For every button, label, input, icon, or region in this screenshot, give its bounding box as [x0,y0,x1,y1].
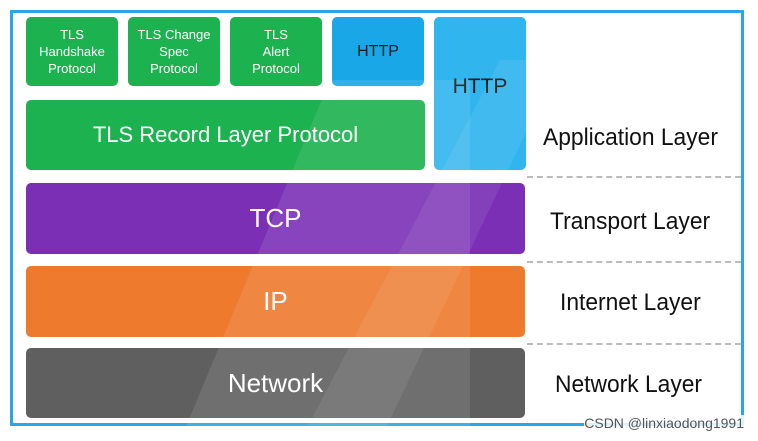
tls-handshake-line-3: Protocol [48,61,96,76]
tls-handshake-line-2: Handshake [39,44,105,59]
tls-handshake-protocol-box: TLS Handshake Protocol [26,17,118,86]
tcp-box: TCP [26,183,525,254]
network-label: Network [227,367,324,398]
separator-3 [527,343,741,345]
network-layer-label: Network Layer [555,371,702,398]
ip-box: IP [26,266,525,337]
tcp-label: TCP [249,203,302,233]
tls-alert-protocol-box: TLS Alert Protocol [230,17,322,86]
tls-record-label: TLS Record Layer Protocol [92,122,359,147]
csdn-watermark: CSDN @linxiaodong1991 [584,415,744,431]
network-box: Network [26,348,525,418]
http-small-box: HTTP [332,17,424,86]
tls-change-spec-line-3: Protocol [150,61,198,76]
tls-change-spec-protocol-box: TLS Change Spec Protocol [128,17,220,86]
tls-alert-line-2: Alert [262,44,290,59]
transport-layer-label: Transport Layer [550,208,711,235]
ip-label: IP [263,286,288,316]
tls-alert-line-3: Protocol [252,61,300,76]
tls-handshake-line-1: TLS [60,27,84,42]
separator-1 [527,176,741,178]
http-tall-box: HTTP [434,17,526,170]
tls-change-spec-line-1: TLS Change [137,27,211,42]
http-tall-label: HTTP [452,75,508,98]
separator-2 [527,261,741,263]
http-small-label: HTTP [357,42,399,60]
tls-change-spec-line-2: Spec [159,44,189,59]
tls-alert-line-1: TLS [264,27,288,42]
application-layer-label: Application Layer [543,124,718,151]
internet-layer-label: Internet Layer [560,289,701,316]
tls-record-layer-protocol-box: TLS Record Layer Protocol [26,100,425,170]
